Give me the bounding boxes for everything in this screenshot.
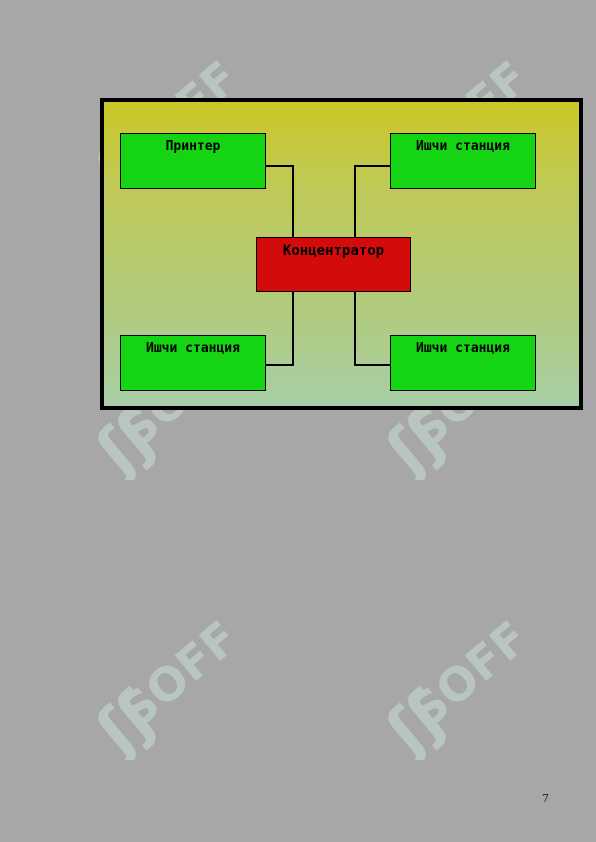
workstation-bottom-left-label: Ишчи станция bbox=[146, 341, 240, 356]
network-diagram: Принтер Ишчи станция Концентратор Ишчи с… bbox=[100, 98, 583, 410]
connector-bottom-left-hub-horizontal bbox=[266, 364, 294, 366]
workstation-top-right-label: Ишчи станция bbox=[416, 139, 510, 154]
connector-top-right-hub-horizontal bbox=[354, 165, 392, 167]
hub-label: Концентратор bbox=[282, 243, 385, 259]
connector-bottom-right-hub-horizontal bbox=[354, 364, 392, 366]
connector-printer-hub-horizontal bbox=[266, 165, 294, 167]
printer-node: Принтер bbox=[120, 133, 266, 189]
connector-top-right-hub-vertical bbox=[354, 165, 356, 237]
workstation-bottom-right-node: Ишчи станция bbox=[390, 335, 536, 391]
connector-bottom-left-hub-vertical bbox=[292, 290, 294, 366]
soff-watermark: SOFF ʃʃ bbox=[80, 610, 248, 760]
workstation-bottom-left-node: Ишчи станция bbox=[120, 335, 266, 391]
page-number: 7 bbox=[542, 792, 549, 805]
workstation-bottom-right-label: Ишчи станция bbox=[416, 341, 510, 356]
connector-printer-hub-vertical bbox=[292, 165, 294, 237]
soff-watermark: SOFF ʃʃ bbox=[370, 610, 538, 760]
hub-node: Концентратор bbox=[256, 237, 411, 292]
workstation-top-right-node: Ишчи станция bbox=[390, 133, 536, 189]
connector-bottom-right-hub-vertical bbox=[354, 290, 356, 366]
printer-label: Принтер bbox=[165, 139, 221, 154]
